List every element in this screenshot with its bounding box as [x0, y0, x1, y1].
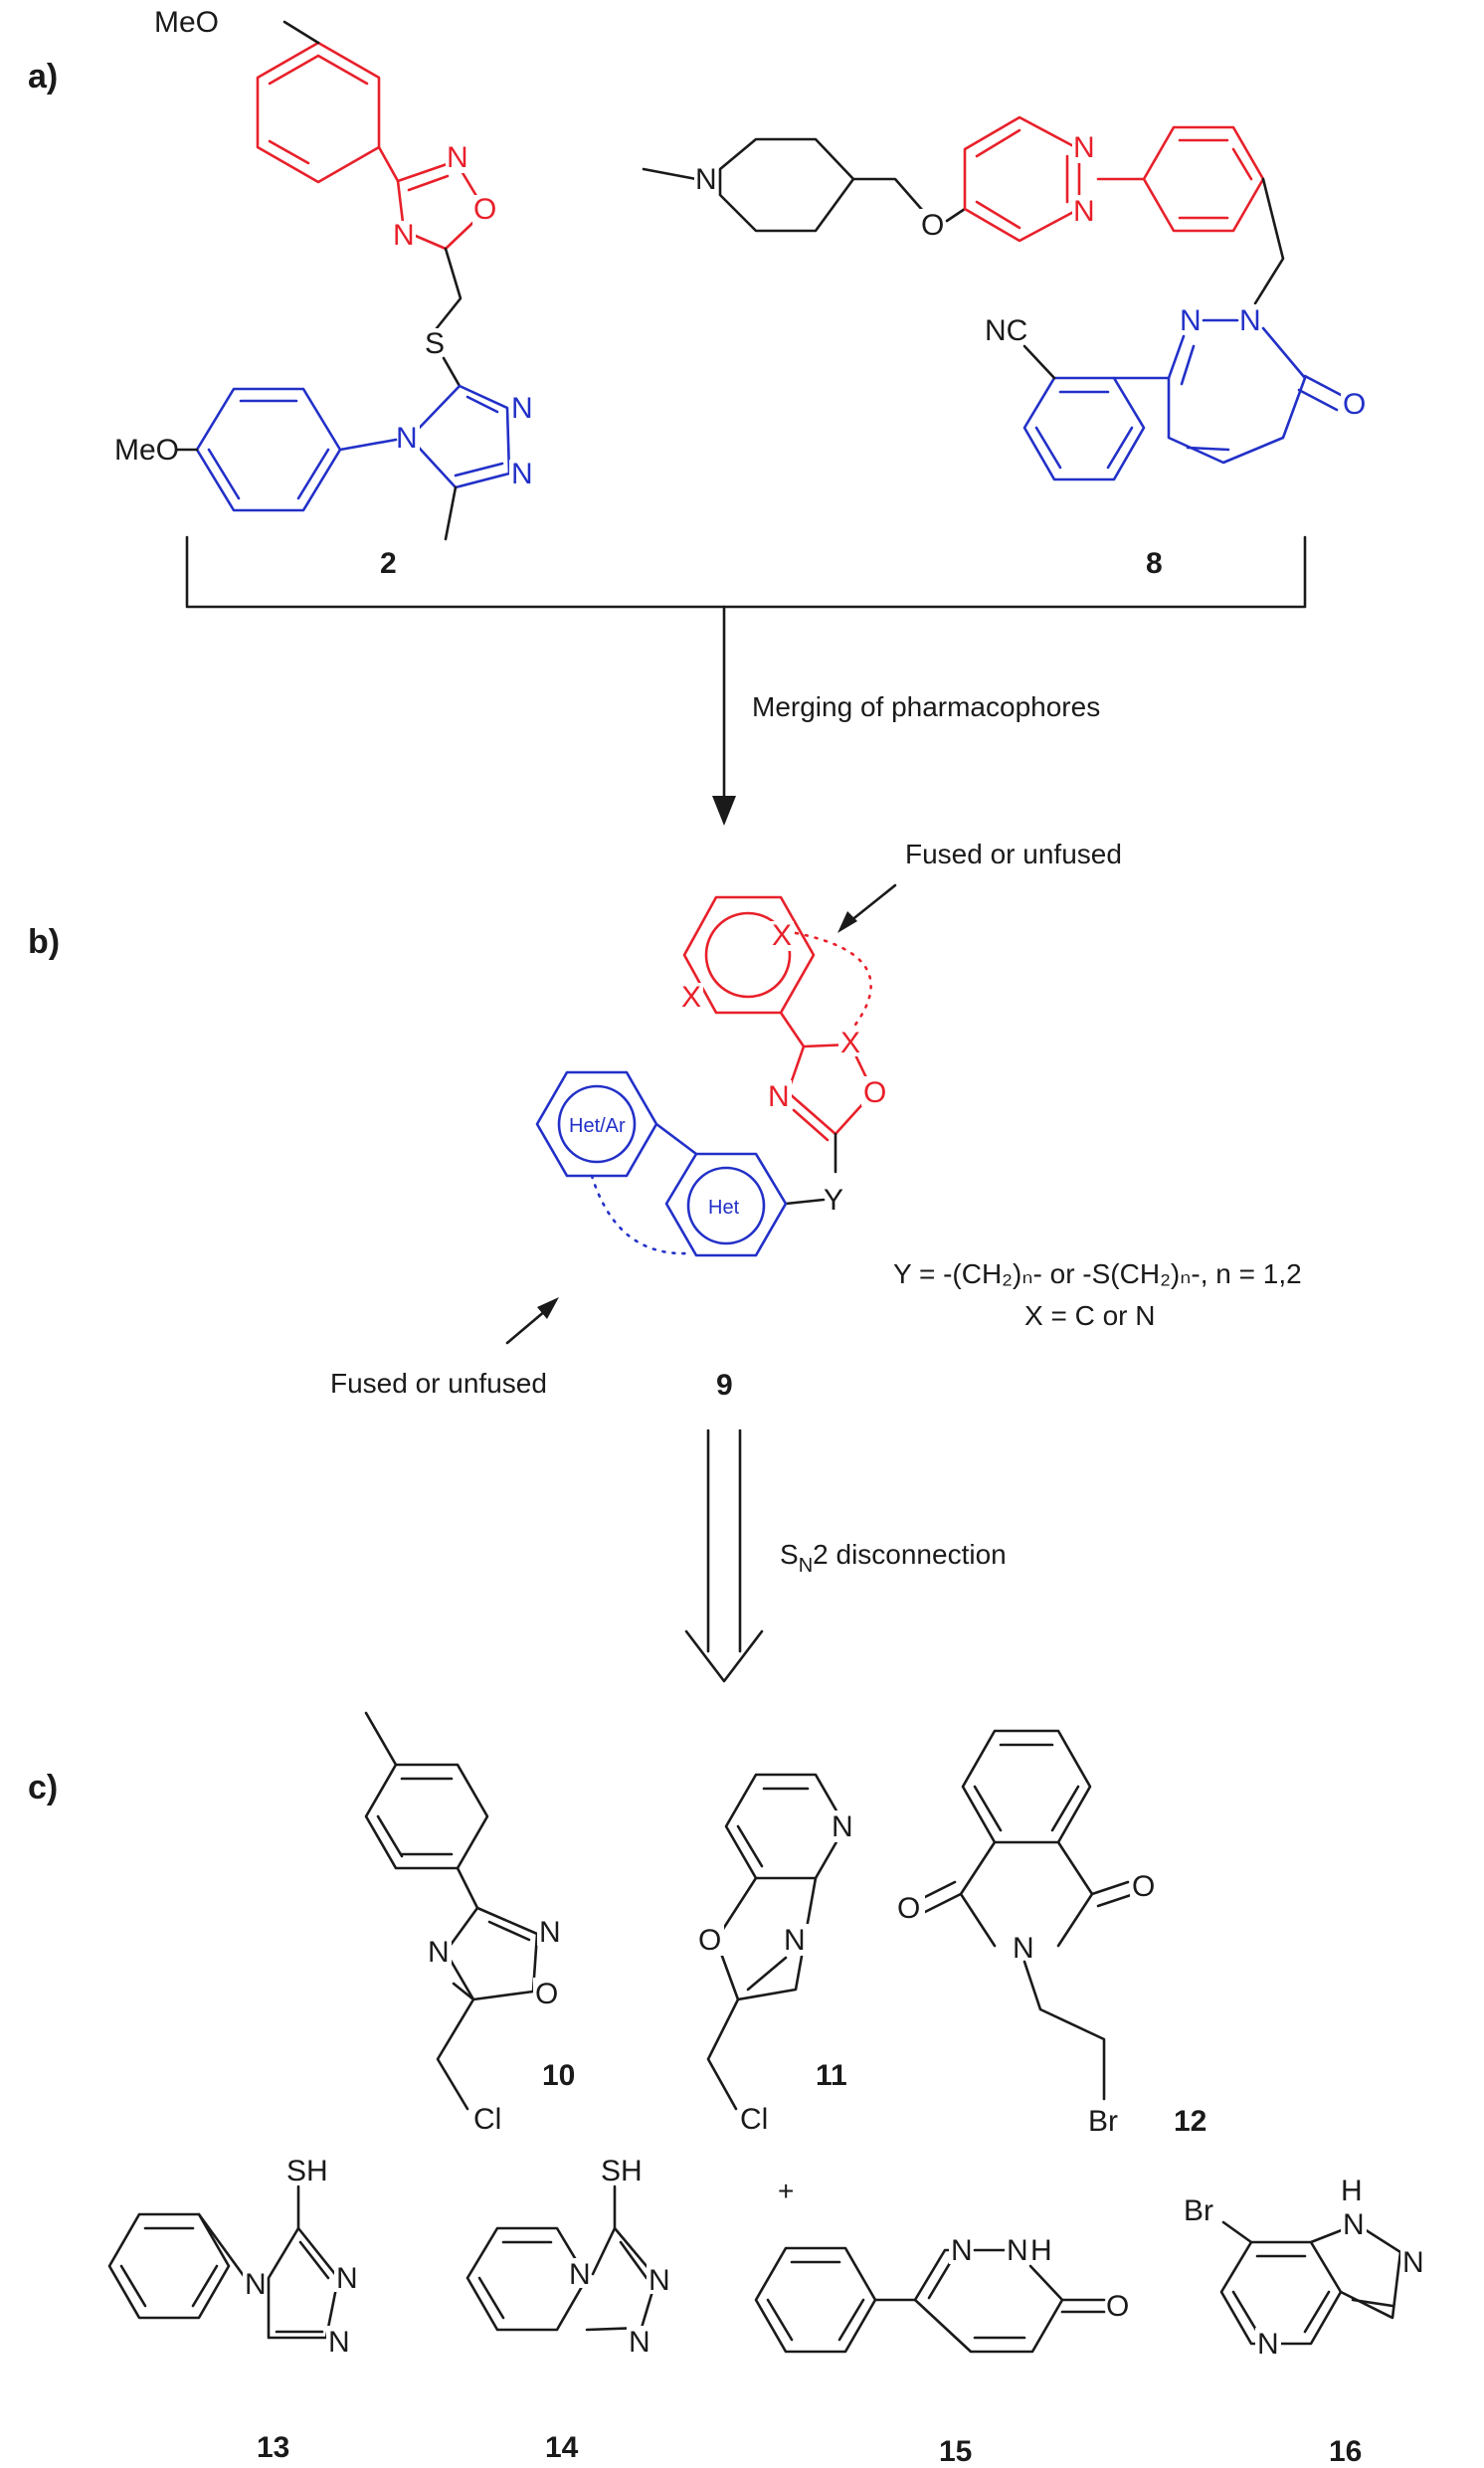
svg-text:S: S: [425, 327, 445, 360]
svg-text:N: N: [649, 2264, 670, 2297]
compound-number-12: 12: [1174, 2105, 1206, 2138]
compound-number-9: 9: [716, 1369, 733, 1402]
svg-text:O: O: [698, 1924, 721, 1957]
compound-2: MeO N O N S N N N MeO: [114, 6, 535, 541]
fused-note-bottom: Fused or unfused: [330, 1368, 547, 1399]
plus-sign: +: [778, 2176, 794, 2206]
svg-text:N: N: [629, 2326, 650, 2359]
svg-text:SH: SH: [601, 2155, 643, 2187]
compound-number-16: 16: [1329, 2435, 1362, 2468]
compound-15: N N H O: [754, 2234, 1129, 2354]
compound-number-8: 8: [1146, 547, 1163, 580]
compound-8: N O N N N N O: [642, 115, 1369, 481]
section-label-a: a): [28, 58, 58, 95]
compound-12: N O O Br: [895, 1729, 1160, 2138]
svg-text:N: N: [328, 2326, 350, 2359]
merge-arrow-head: [712, 796, 736, 826]
svg-text:X: X: [772, 919, 792, 952]
svg-text:N: N: [539, 1916, 561, 1949]
svg-text:N: N: [569, 2258, 591, 2291]
svg-text:N: N: [511, 392, 533, 425]
svg-text:O: O: [473, 193, 496, 226]
svg-text:N: N: [1073, 195, 1095, 228]
compound-16: Br N N H N: [1184, 2175, 1426, 2361]
compound-14: N N N SH: [465, 2155, 672, 2359]
merge-bracket: [185, 535, 1307, 609]
svg-text:O: O: [921, 209, 944, 242]
svg-text:N: N: [1257, 2328, 1279, 2361]
svg-text:N: N: [784, 1924, 806, 1957]
compound-number-11: 11: [816, 2059, 847, 2092]
svg-text:SH: SH: [286, 2155, 328, 2187]
svg-text:N: N: [396, 422, 418, 455]
svg-text:H: H: [1030, 2234, 1052, 2267]
compound-number-10: 10: [542, 2059, 575, 2092]
svg-text:O: O: [897, 1892, 920, 1925]
svg-text:Cl: Cl: [740, 2103, 768, 2136]
compound-number-2: 2: [380, 547, 397, 580]
svg-text:N: N: [1013, 1932, 1034, 1965]
svg-text:N: N: [447, 141, 468, 174]
svg-text:X: X: [840, 1027, 860, 1059]
compound-10: N O N Cl: [364, 1711, 563, 2136]
svg-text:O: O: [1106, 2290, 1129, 2323]
svg-text:N: N: [951, 2234, 973, 2267]
svg-text:N: N: [511, 458, 533, 490]
svg-text:Het: Het: [708, 1197, 740, 1219]
section-label-b: b): [28, 923, 60, 961]
compound-9: X X X O N Y Het Het/Ar: [535, 895, 889, 1257]
svg-text:N: N: [245, 2268, 267, 2301]
svg-text:O: O: [1132, 1870, 1155, 1903]
svg-text:N: N: [1073, 131, 1095, 164]
svg-text:N: N: [393, 219, 415, 252]
svg-text:N: N: [1239, 304, 1261, 337]
svg-text:N: N: [1007, 2234, 1028, 2267]
svg-text:MeO: MeO: [114, 434, 179, 467]
x-definition: X = C or N: [1024, 1300, 1155, 1331]
retrosynthetic-arrow: [684, 1428, 764, 1683]
compound-13: N N N SH: [107, 2155, 360, 2359]
merge-label: Merging of pharmacophores: [752, 691, 1100, 722]
svg-text:N: N: [1180, 304, 1202, 337]
svg-text:Y: Y: [824, 1184, 843, 1217]
svg-text:N: N: [832, 1810, 853, 1843]
svg-text:N: N: [768, 1080, 790, 1113]
svg-text:Br: Br: [1184, 2194, 1213, 2227]
section-label-c: c): [28, 1769, 58, 1806]
compound-11: N O N Cl: [696, 1773, 857, 2136]
methoxy-label: MeO: [154, 6, 219, 39]
svg-text:Het/Ar: Het/Ar: [569, 1115, 626, 1137]
compound-number-13: 13: [257, 2431, 289, 2464]
svg-text:O: O: [535, 1978, 558, 2010]
compound-number-15: 15: [939, 2435, 972, 2468]
svg-text:NC: NC: [985, 314, 1027, 347]
svg-text:Br: Br: [1088, 2105, 1118, 2138]
svg-text:X: X: [681, 981, 701, 1014]
svg-text:N: N: [695, 163, 717, 196]
svg-text:N: N: [428, 1936, 450, 1969]
svg-text:O: O: [863, 1076, 886, 1109]
svg-text:O: O: [1343, 388, 1366, 421]
svg-text:N: N: [1402, 2246, 1424, 2279]
fused-note-top: Fused or unfused: [905, 839, 1122, 869]
y-definition: Y = -(CH₂)ₙ- or -S(CH₂)ₙ-, n = 1,2: [893, 1258, 1302, 1289]
svg-text:H: H: [1341, 2175, 1363, 2207]
svg-text:N: N: [1343, 2208, 1365, 2241]
svg-text:Cl: Cl: [473, 2103, 501, 2136]
sn2-label: SN2 disconnection: [780, 1539, 1007, 1577]
svg-text:N: N: [336, 2262, 358, 2295]
compound-number-14: 14: [545, 2431, 579, 2464]
